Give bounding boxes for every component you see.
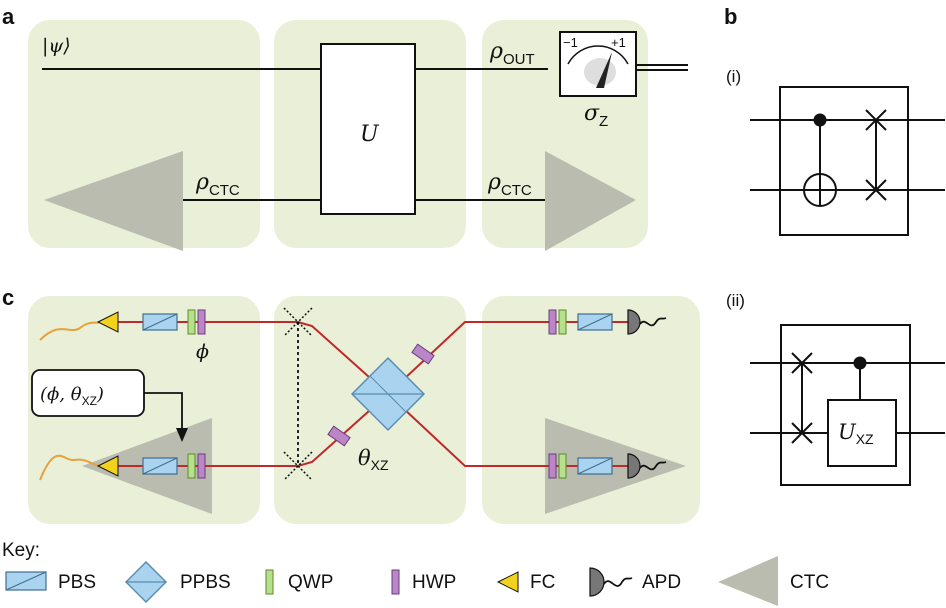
key-qwp: QWP (265, 569, 333, 595)
rho-ctc-left-label: ρCTC (195, 170, 240, 199)
meter-plus-label: +1 (611, 35, 626, 50)
ctc-triangle-right (545, 151, 636, 251)
sub-label-ii: (ii) (726, 291, 745, 310)
qwp-bottom-right (558, 453, 567, 479)
measurement-meter-icon: −1 +1 (559, 31, 637, 97)
key-ctc: CTC (718, 556, 829, 606)
key-fc: FC (496, 571, 555, 593)
hwp-arm-bottom (327, 425, 351, 447)
svg-text:PPBS: PPBS (180, 572, 231, 593)
beam-crossing-marks (283, 307, 313, 481)
control-dot-icon (853, 356, 867, 370)
key-pbs: PBS (5, 571, 96, 593)
sigma-z-label: σZ (584, 101, 608, 130)
unitary-box (320, 43, 416, 215)
fc-bottom-left-icon (96, 455, 119, 477)
meter-minus-label: −1 (563, 35, 578, 50)
svg-text:FC: FC (530, 572, 555, 593)
swap-cross-icon (791, 352, 813, 444)
hwp-top-right (548, 309, 557, 335)
key-apd: APD (589, 567, 681, 597)
apd-key-icon (589, 567, 605, 597)
hwp-arm-top (411, 343, 435, 365)
rho-out-label: ρOUT (489, 39, 535, 68)
hwp-key-icon (391, 569, 400, 595)
phi-label: ϕ (196, 341, 209, 363)
hwp-bottom-left (197, 453, 206, 479)
ctc-key-icon (718, 556, 778, 606)
control-parameter-label: (ϕ, θXZ) (40, 384, 104, 408)
hwp-bottom-right (548, 453, 557, 479)
svg-text:APD: APD (642, 572, 681, 593)
key-hwp: HWP (391, 569, 456, 595)
svg-text:CTC: CTC (790, 572, 829, 593)
circuit-i (750, 86, 945, 236)
unitary-label: U (360, 122, 380, 147)
qwp-bottom-left (187, 453, 196, 479)
fc-key-icon (496, 571, 519, 593)
qwp-top-right (558, 309, 567, 335)
key-ppbs: PPBS (124, 560, 231, 604)
ppbs-icon (350, 356, 426, 432)
panel-label-c: c (2, 285, 14, 310)
svg-text:PBS: PBS (58, 572, 96, 593)
ctc-triangle-left (44, 151, 183, 251)
control-dot-icon (813, 113, 827, 127)
laser-beams (118, 321, 628, 467)
circuit-ii: UXZ (750, 324, 945, 486)
fiber-bottom-left (39, 454, 101, 481)
theta-xz-label: θXZ (358, 446, 389, 473)
svg-text:HWP: HWP (412, 572, 456, 593)
rho-ctc-right-label: ρCTC (487, 170, 532, 199)
psi-label: |ψ⟩ (42, 35, 71, 57)
qwp-key-icon (265, 569, 274, 595)
hwp-top-left (197, 309, 206, 335)
fc-top-left-icon (96, 311, 119, 333)
u-xz-gate (827, 399, 897, 467)
arrow-head-icon (176, 428, 188, 442)
qwp-top-left (187, 309, 196, 335)
key-title: Key: (2, 540, 40, 561)
u-xz-label: UXZ (838, 420, 874, 447)
panel-label-b: b (724, 4, 737, 29)
svg-text:QWP: QWP (288, 572, 333, 593)
swap-cross-icon (865, 109, 887, 201)
control-arrow (144, 392, 183, 430)
sub-label-i: (i) (726, 67, 741, 86)
panel-label-a: a (2, 4, 15, 29)
fiber-top-left (39, 321, 101, 341)
